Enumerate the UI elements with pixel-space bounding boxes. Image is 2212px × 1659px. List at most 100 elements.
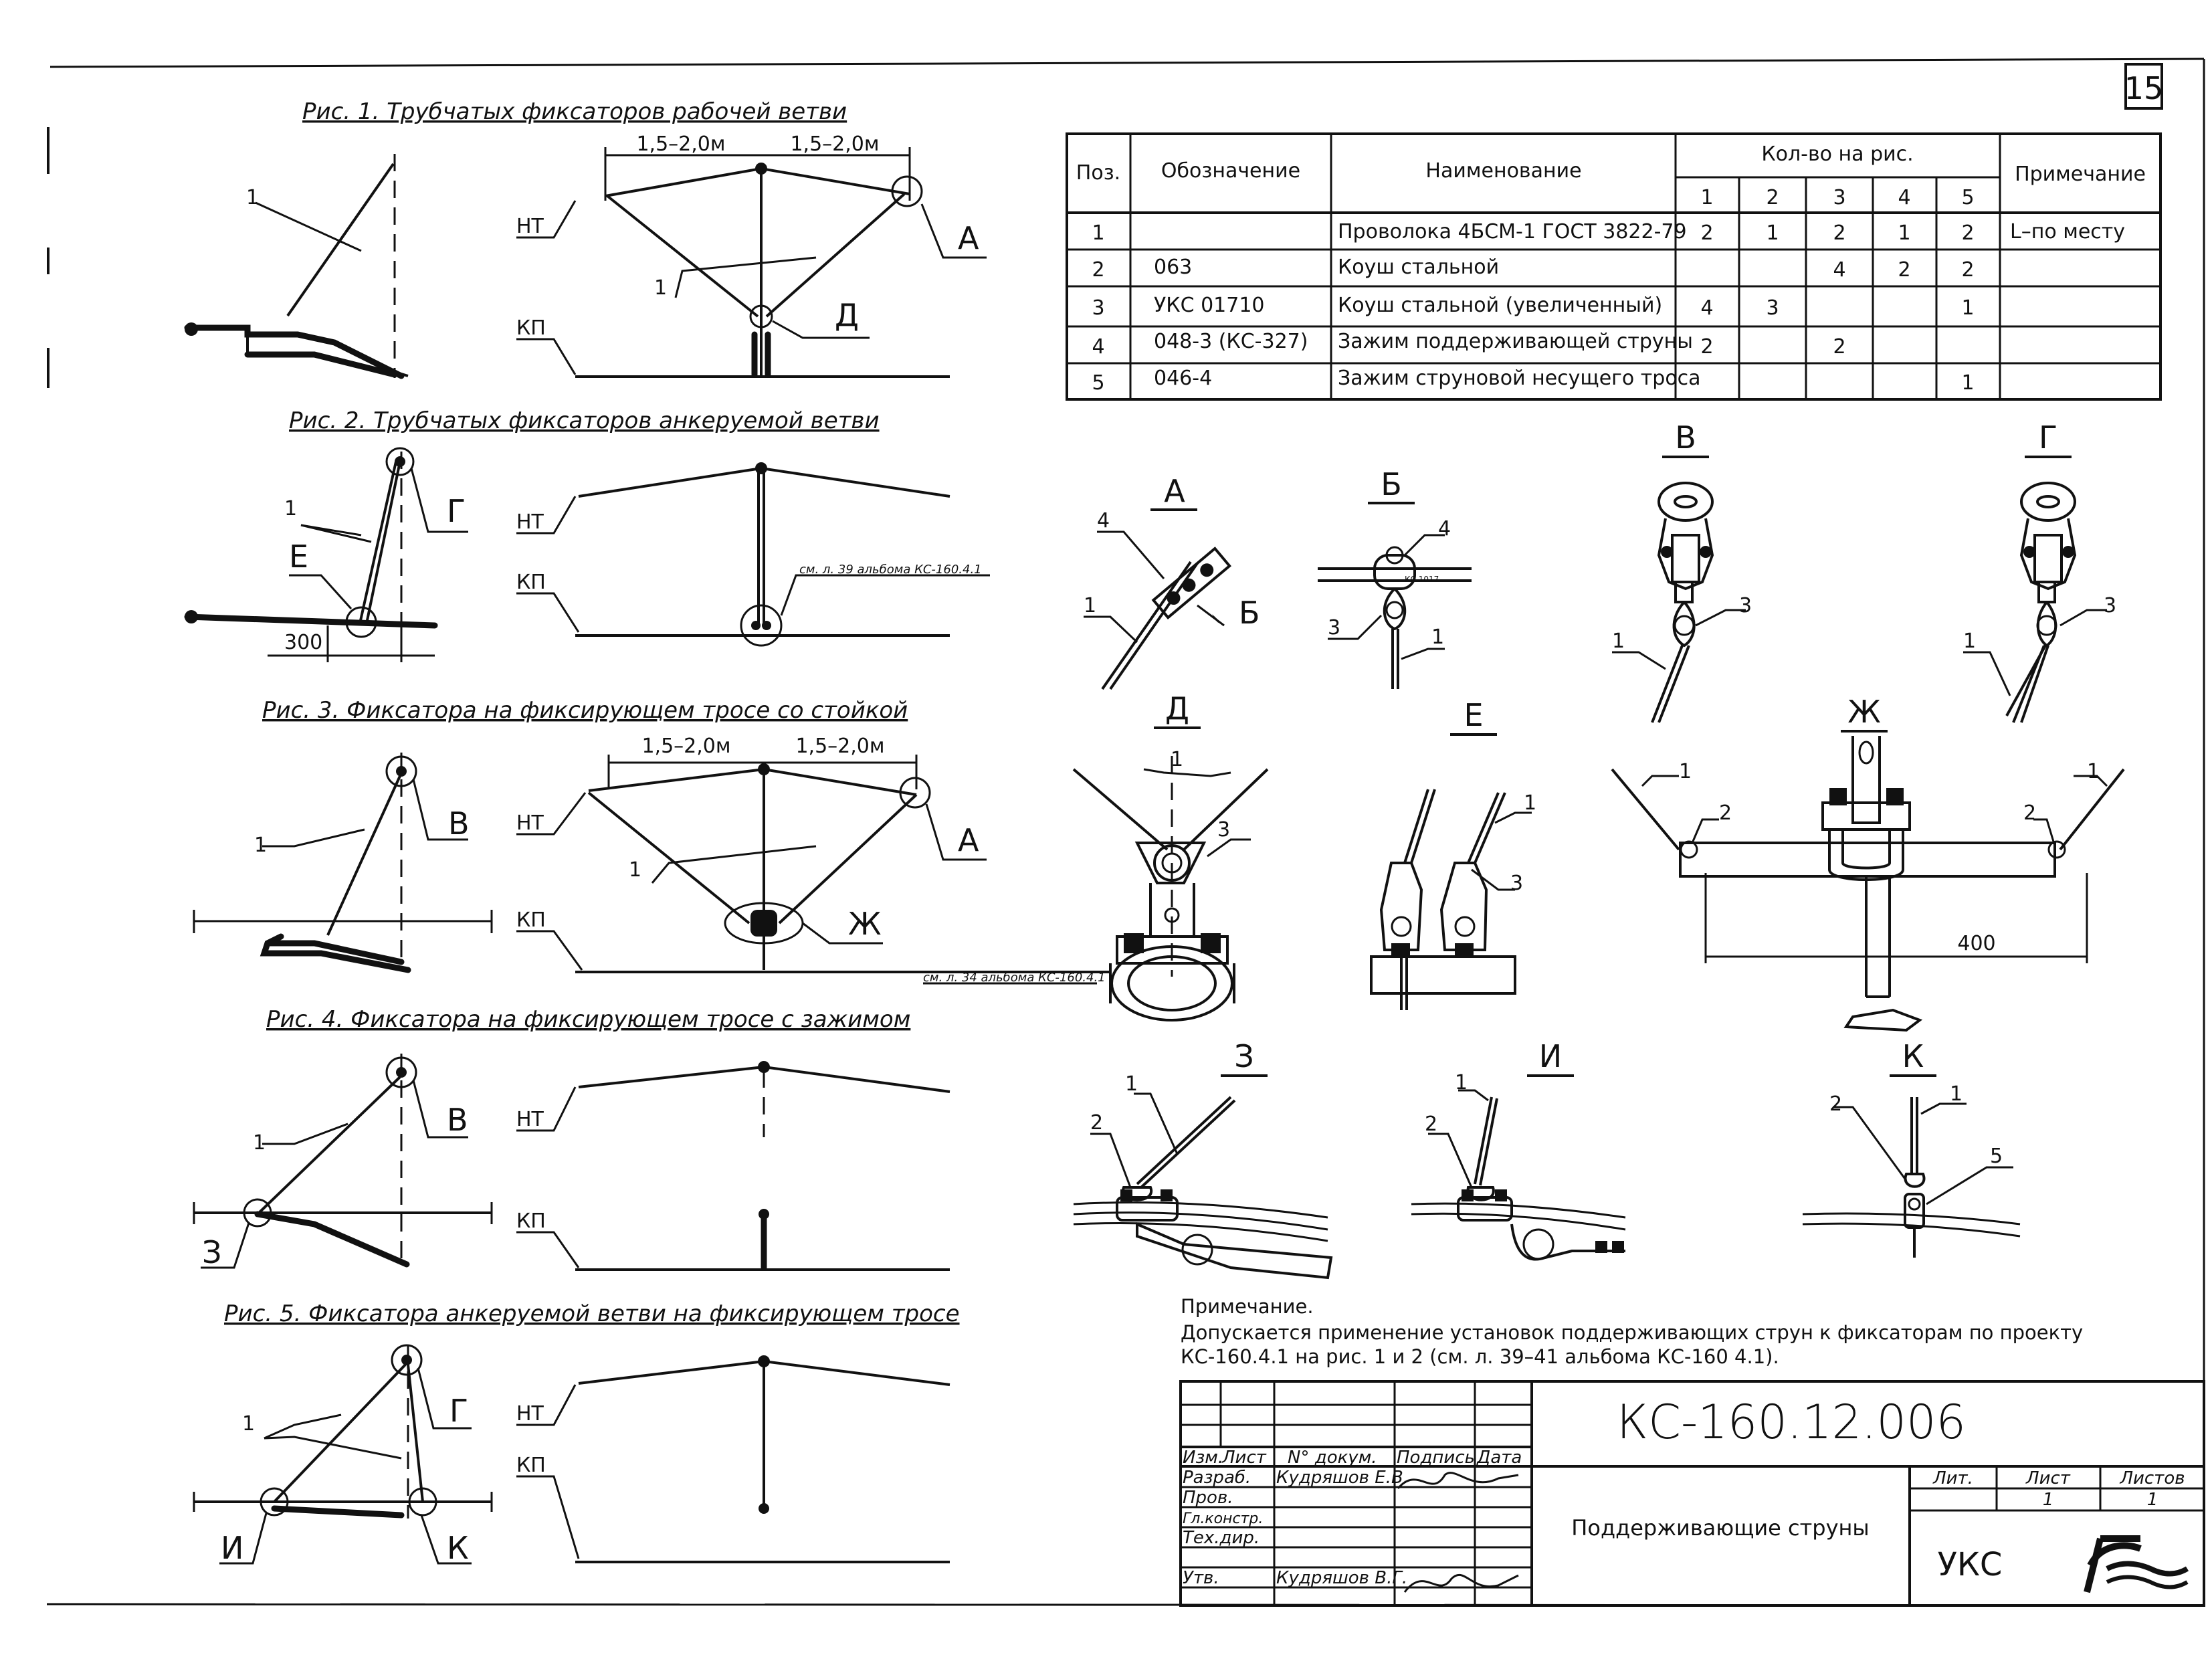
fig2-dim-300: 300 (284, 631, 322, 654)
tb-list: Лист (2025, 1468, 2071, 1488)
fig1-dim-left: 1,5–2,0м (636, 132, 725, 156)
cell-pos: 5 (1092, 371, 1104, 395)
note-title: Примечание. (1181, 1295, 1314, 1318)
fig5-nt-label: НТ (516, 1402, 544, 1426)
tb-list-value: 1 (2043, 1490, 2054, 1510)
tb-listov: Листов (2119, 1468, 2185, 1488)
tb-col-list: Лист (1221, 1448, 1267, 1468)
tb-col-date: Дата (1476, 1448, 1522, 1468)
detail-I-mark-2: 2 (1425, 1112, 1437, 1136)
detail-B-mark-3: 3 (1328, 616, 1340, 640)
signature-icon (1403, 1573, 1519, 1593)
fig1-nt-label: НТ (516, 215, 544, 238)
fig3-dim-left: 1,5–2,0м (641, 735, 730, 758)
tb-name: Кудряшов Е.В. (1276, 1468, 1409, 1488)
detail-D-letter: Д (1165, 690, 1189, 726)
tb-lit: Лит. (1932, 1468, 1973, 1488)
detail-K: К 2 1 5 (1802, 1038, 2021, 1258)
figure-4: Рис. 4. Фиксатора на фиксирующем тросе с… (193, 1006, 950, 1271)
detail-V: В 3 1 (1612, 419, 1752, 723)
fig5-callout-K: К (447, 1530, 469, 1566)
detail-Zh-mark-2a: 2 (1719, 801, 1732, 825)
detail-B-mark-4: 4 (1438, 517, 1451, 541)
detail-K-mark-2: 2 (1829, 1092, 1842, 1116)
fig4-callout-Z: З (202, 1234, 222, 1270)
figure-1: Рис. 1. Трубчатых фиксаторов рабочей вет… (184, 98, 987, 379)
organization: УКС (1938, 1546, 2003, 1583)
detail-K-mark-1: 1 (1950, 1082, 1963, 1106)
fig4-kp-label: КП (516, 1209, 546, 1233)
detail-G: Г 3 1 (1963, 419, 2116, 723)
detail-I: И 1 2 (1411, 1038, 1626, 1261)
cell-q3: 2 (1833, 335, 1845, 359)
cell-note: L–по месту (2010, 220, 2125, 243)
figure-2: Рис. 2. Трубчатых фиксаторов анкеруемой … (184, 407, 990, 666)
detail-K-letter: К (1902, 1038, 1924, 1074)
detail-V-mark-3: 3 (1739, 594, 1752, 617)
cell-q1: 2 (1700, 335, 1713, 359)
fig4-callout-V: В (447, 1102, 468, 1138)
figure-3-caption: Рис. 3. Фиксатора на фиксирующем тросе с… (262, 697, 908, 724)
detail-Z-letter: З (1234, 1038, 1254, 1074)
detail-A-view-B: Б (1239, 595, 1260, 631)
cell-q2: 1 (1766, 221, 1779, 245)
fig3-reference: см. л. 34 альбома КС-160.4.1 (923, 971, 1106, 985)
cell-designation: УКС 01710 (1154, 294, 1265, 317)
cell-pos: 1 (1092, 221, 1104, 245)
cell-q5: 2 (1961, 258, 1974, 282)
fig1-callout-A: А (958, 220, 979, 256)
sheet-number: 15 (2124, 70, 2164, 106)
cell-pos: 4 (1092, 335, 1104, 359)
fig3-callout-1b: 1 (629, 858, 641, 882)
tb-name: Кудряшов В.Г. (1276, 1568, 1407, 1588)
fig5-callout-G: Г (449, 1393, 468, 1429)
detail-A-letter: А (1164, 473, 1185, 509)
cell-q3: 4 (1833, 258, 1845, 282)
fig5-callout-I: И (221, 1530, 243, 1566)
detail-B-mark-1: 1 (1431, 625, 1444, 649)
fig2-reference: см. л. 39 альбома КС-160.4.1 (799, 563, 982, 577)
fig3-nt-label: НТ (516, 811, 544, 835)
detail-D: Д 1 3 (1072, 690, 1269, 1021)
fig4-nt-label: НТ (516, 1108, 544, 1131)
figure-4-caption: Рис. 4. Фиксатора на фиксирующем тросе с… (266, 1006, 910, 1033)
detail-V-letter: В (1675, 419, 1696, 456)
figure-2-caption: Рис. 2. Трубчатых фиксаторов анкеруемой … (289, 407, 880, 434)
fig5-callout-1: 1 (242, 1412, 255, 1436)
note-line-2: КС-160.4.1 на рис. 1 и 2 (см. л. 39–41 а… (1181, 1345, 1779, 1368)
fig1-dim-right: 1,5–2,0м (790, 132, 879, 156)
detail-I-letter: И (1539, 1038, 1562, 1074)
cell-q1: 4 (1700, 296, 1713, 320)
specification-table: Поз. Обозначение Наименование Кол-во на … (1066, 132, 2162, 401)
detail-B: Б КС 1017 4 3 1 (1318, 466, 1472, 689)
cell-name: Зажим поддерживающей струны (1338, 330, 1693, 353)
fig3-callout-Zh: Ж (848, 906, 882, 942)
fig3-dim-right: 1,5–2,0м (795, 735, 884, 758)
detail-G-mark-3: 3 (2104, 594, 2116, 617)
fig1-callout-1b: 1 (654, 276, 667, 300)
th-qty-3: 3 (1833, 186, 1845, 209)
drawing-title: Поддерживающие струны (1571, 1515, 1869, 1541)
tb-role: Утв. (1183, 1568, 1219, 1588)
detail-Zh-letter: Ж (1847, 694, 1881, 730)
th-qty-1: 1 (1700, 186, 1713, 209)
th-pos: Поз. (1076, 161, 1120, 185)
company-logo-icon (2084, 1535, 2189, 1593)
detail-V-mark-1: 1 (1612, 629, 1625, 653)
detail-Z: З 1 2 (1073, 1038, 1333, 1280)
note-line-1: Допускается применение установок поддерж… (1181, 1321, 2083, 1344)
detail-A: А 4 1 Б (1084, 473, 1260, 690)
detail-Zh-mark-1b: 1 (2087, 760, 2100, 783)
cell-q5: 2 (1961, 221, 1974, 245)
fig5-kp-label: КП (516, 1454, 546, 1477)
tb-col-sign: Подпись (1397, 1448, 1475, 1468)
detail-I-mark-1: 1 (1455, 1071, 1468, 1094)
figure-1-caption: Рис. 1. Трубчатых фиксаторов рабочей вет… (302, 98, 847, 125)
drawing-code: КС-160.12.006 (1617, 1395, 1966, 1450)
th-name: Наименование (1425, 159, 1581, 183)
fig4-callout-1: 1 (253, 1131, 266, 1155)
detail-E-mark-1: 1 (1524, 791, 1536, 815)
tb-role: Тех.дир. (1183, 1528, 1260, 1548)
cell-q2: 3 (1766, 296, 1779, 320)
signature-icon (1397, 1472, 1519, 1489)
